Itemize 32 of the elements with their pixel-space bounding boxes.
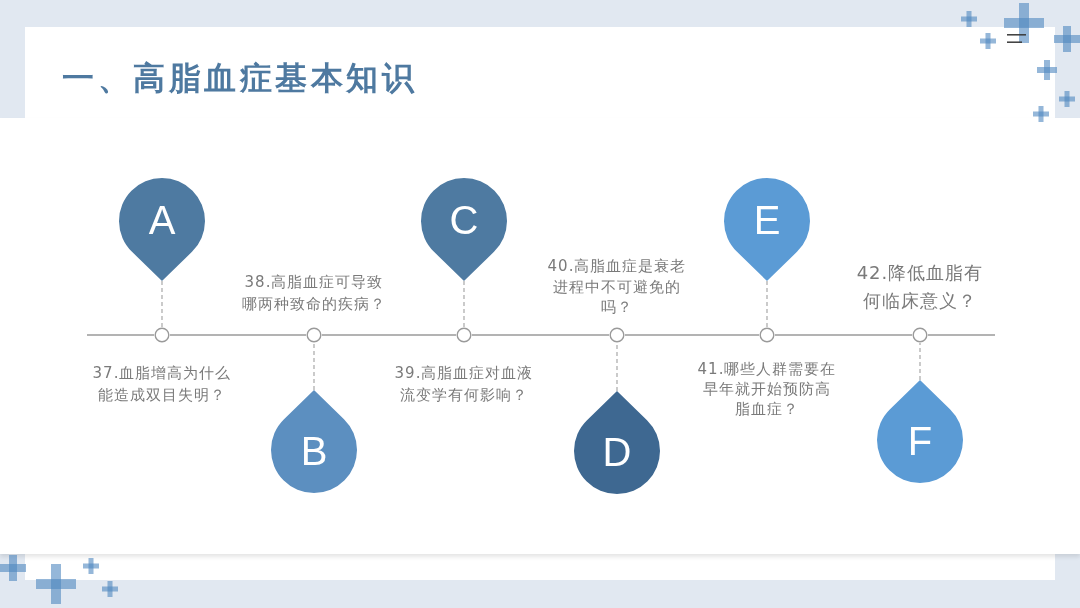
dashed-line [616,342,618,392]
timeline-circle [912,327,928,343]
timeline-circle [609,327,625,343]
timeline-circle [306,327,322,343]
dashed-line [313,342,315,391]
question-text: 38.高脂血症可导致哪两种致命的疾病？ [241,272,387,315]
timeline-line [169,334,307,336]
dashed-line [161,280,163,328]
drop-marker: A [119,177,205,281]
title: 一、高脂血症基本知识 [62,60,417,96]
question-text: 39.高脂血症对血液流变学有何影响？ [393,363,535,406]
timeline-line [86,334,155,336]
dashed-line [463,280,465,328]
drop-marker: B [271,390,357,494]
timeline-line [624,334,760,336]
drop-marker: C [421,177,507,281]
drop-marker: E [724,177,810,281]
timeline-line [774,334,913,336]
timeline-line [927,334,996,336]
timeline-circle [154,327,170,343]
drop-marker: D [574,391,660,495]
timeline-circle [759,327,775,343]
dashed-line [919,342,921,381]
question-text: 42.降低血脂有何临床意义？ [855,261,985,313]
timeline-circle [456,327,472,343]
timeline-line [471,334,610,336]
question-text: 40.高脂血症是衰老进程中不可避免的吗？ [547,256,687,318]
dashed-line [766,280,768,328]
drop-marker: F [877,380,963,484]
question-text: 37.血脂增高为什么能造成双目失明？ [91,363,233,406]
timeline-line [321,334,457,336]
question-text: 41.哪些人群需要在早年就开始预防高脂血症？ [697,359,837,419]
